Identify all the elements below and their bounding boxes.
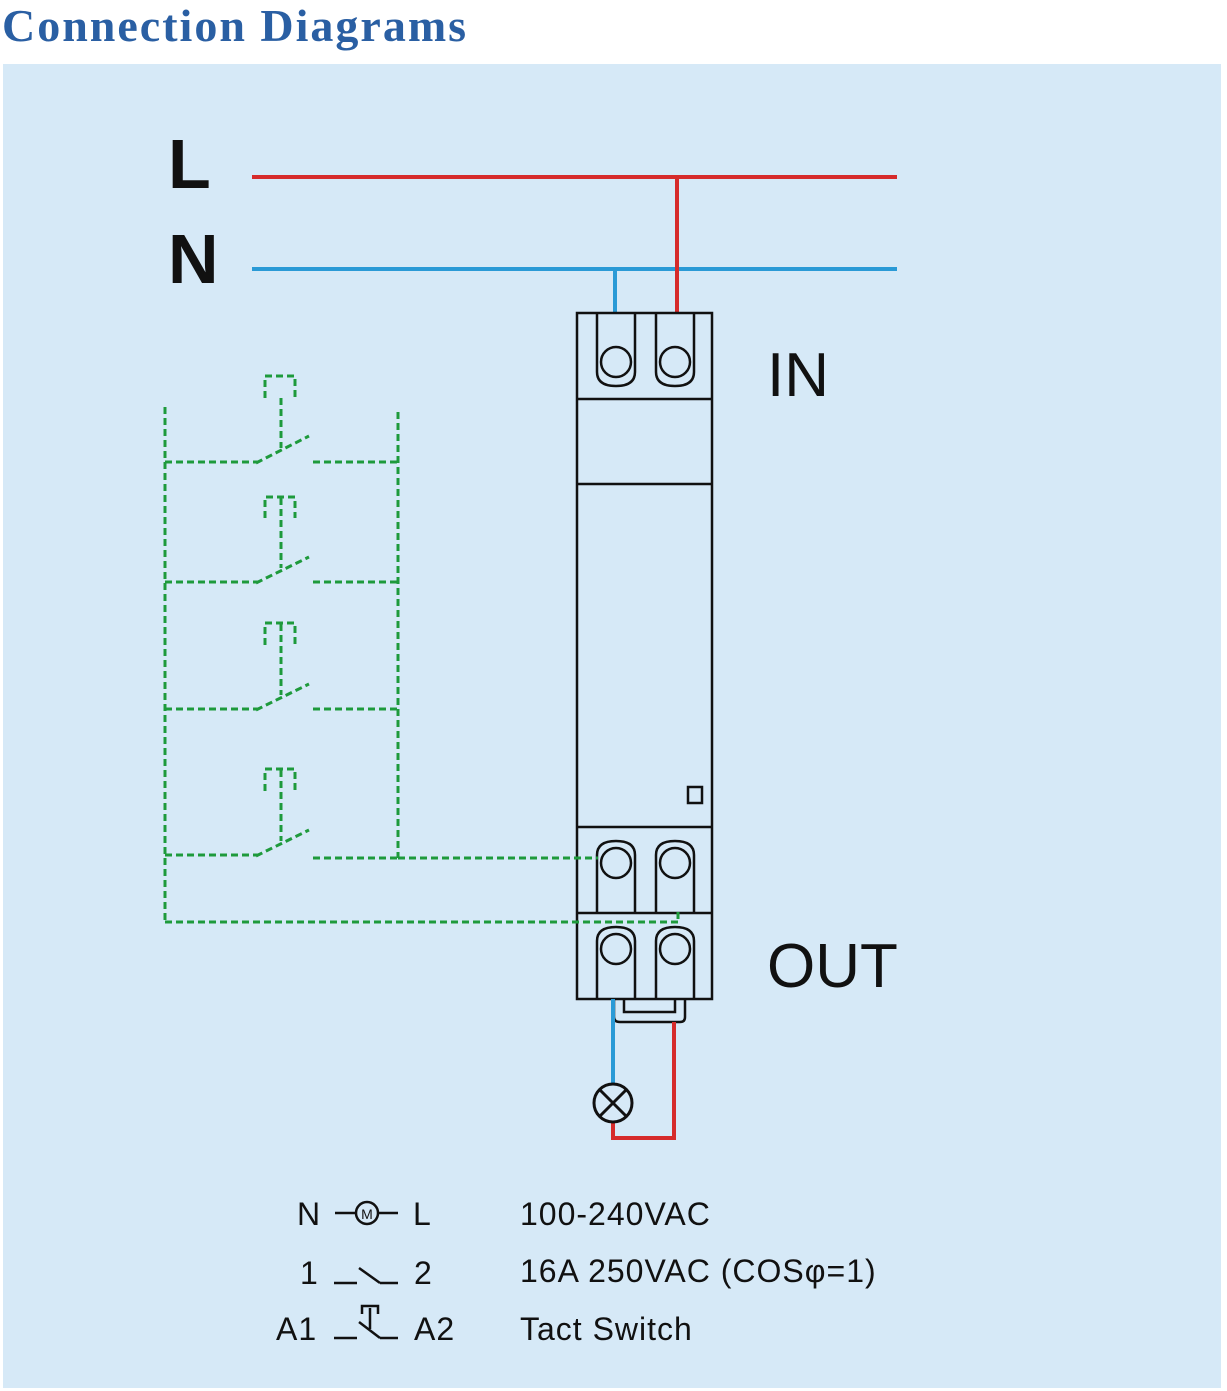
motor-icon: M <box>335 1200 398 1226</box>
legend-row-3-right: A2 <box>414 1311 455 1347</box>
terminal-ctrl-1 <box>595 839 637 913</box>
legend-row-1-description: 100-240VAC <box>520 1196 711 1232</box>
in-label: IN <box>767 341 829 410</box>
relay-module <box>575 311 714 1024</box>
push-button-2-icon <box>165 495 398 585</box>
page-title: Connection Diagrams <box>2 0 469 51</box>
legend-row-1-left: N <box>297 1196 321 1232</box>
legend-row-2-right: 2 <box>414 1255 433 1291</box>
legend-row-2-left: 1 <box>300 1255 319 1291</box>
tact-switch-icon <box>334 1304 398 1340</box>
bus-n-label: N <box>168 220 219 298</box>
push-button-4-icon <box>165 767 398 860</box>
legend-row-3-description: Tact Switch <box>520 1311 693 1347</box>
diagram-panel <box>3 64 1221 1388</box>
push-button-3-icon <box>165 621 398 712</box>
legend-row-2-description: 16A 250VAC (COSφ=1) <box>520 1253 877 1289</box>
terminal-in-2 <box>654 314 696 388</box>
out-label: OUT <box>767 932 898 1001</box>
push-button-network <box>163 407 680 924</box>
svg-text:M: M <box>361 1206 373 1222</box>
push-button-1-icon <box>165 374 398 465</box>
terminal-out-2 <box>654 925 696 999</box>
legend: N M L 100-240VAC 1 2 16A 250VAC (COSφ=1)… <box>276 1196 877 1347</box>
legend-row-3-left: A1 <box>276 1311 317 1347</box>
out-live-wire <box>611 1022 676 1140</box>
contact-icon <box>334 1266 398 1285</box>
lamp-icon <box>592 1082 634 1124</box>
terminal-out-1 <box>595 925 637 999</box>
terminal-ctrl-2 <box>654 839 696 913</box>
legend-row-1-right: L <box>413 1196 432 1232</box>
bus-l-label: L <box>168 125 211 203</box>
indicator-led-icon <box>686 785 704 805</box>
terminal-in-1 <box>595 314 637 388</box>
